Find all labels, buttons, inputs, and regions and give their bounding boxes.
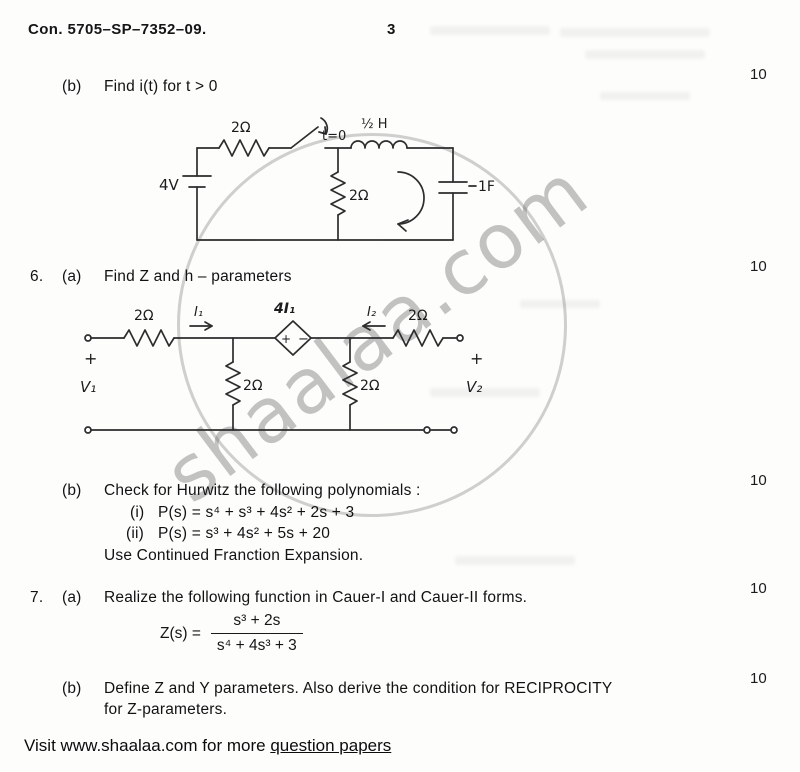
port1-top-terminal [84, 334, 92, 342]
q7b-line2: for Z-parameters. [104, 701, 228, 718]
q6b-item-i-label: (i) [130, 504, 145, 521]
q7a-marks: 10 [750, 580, 767, 597]
scan-ghost-text [455, 556, 575, 565]
q6a-marks: 10 [750, 258, 767, 275]
q5b-marks: 10 [750, 66, 767, 83]
current-i2-arrow [362, 321, 386, 331]
shunt-resistor-right-symbol [342, 337, 358, 431]
scan-ghost-text [560, 28, 710, 37]
scan-ghost-text [585, 50, 705, 59]
q7b-line1: Define Z and Y parameters. Also derive t… [104, 680, 613, 697]
v2-plus-sign: + [470, 349, 483, 368]
shunt-resistor-right-label: 2Ω [360, 378, 380, 394]
footer-text-middle: for more [197, 736, 271, 755]
dependent-source-label: 4I₁ [273, 301, 295, 317]
dependent-source-plus: + [281, 332, 291, 346]
formula-lhs: Z(s) = [160, 624, 201, 642]
scan-ghost-text [600, 92, 690, 100]
port2-bottom-terminal [450, 426, 458, 434]
v2-label: V₂ [466, 378, 482, 396]
q7-number: 7. [30, 589, 44, 606]
q6b-note: Use Continued Franction Expansion. [104, 547, 364, 564]
capacitor-symbol [438, 147, 477, 241]
footer-question-papers-link[interactable]: question papers [270, 736, 392, 755]
footer-text-prefix: Visit [24, 736, 61, 755]
fraction-numerator: s³ + 2s [233, 612, 281, 629]
q7b-marks: 10 [750, 670, 767, 687]
series-resistor-left-symbol [123, 329, 276, 347]
bottom-terminal-mid [423, 426, 431, 434]
capacitor-label: 1F [478, 179, 495, 195]
q6b-marks: 10 [750, 472, 767, 489]
series-resistor-right-label: 2Ω [408, 308, 428, 324]
circuit-diagram-switched-rlc: 4V 2Ω t=0 ½ H 2Ω 1F [159, 117, 495, 241]
q7a-text: Realize the following function in Cauer-… [104, 589, 528, 606]
q5b-text: Find i(t) for t > 0 [104, 78, 218, 95]
v1-plus-sign: + [84, 349, 97, 368]
switch-label: t=0 [322, 129, 346, 144]
formula-fraction: s³ + 2s s⁴ + 4s³ + 3 [210, 612, 303, 655]
shunt-resistor-left-symbol [225, 337, 241, 431]
series-resistor-symbol [196, 139, 292, 157]
v1-label: V₁ [80, 378, 96, 396]
shunt-resistor-label: 2Ω [349, 188, 369, 204]
series-resistor-left-label: 2Ω [134, 308, 154, 324]
q6b-item-ii-label: (ii) [126, 525, 145, 542]
q6a-label: (a) [62, 268, 82, 285]
q5b-label: (b) [62, 78, 82, 95]
current-loop-arrow [397, 171, 425, 232]
q6b-item-ii-polynomial: P(s) = s³ + 4s² + 5s + 20 [158, 525, 331, 542]
inductor-label: ½ H [361, 117, 388, 132]
q6-number: 6. [30, 268, 44, 285]
q6b-label: (b) [62, 482, 82, 499]
shunt-resistor-left-label: 2Ω [243, 378, 263, 394]
shunt-resistor-symbol [330, 147, 346, 241]
circuit-diagram-two-port: 2Ω I₁ 4I₁ + − I₂ 2Ω 2Ω 2Ω + V₁ + V₂ [80, 301, 483, 434]
source-label: 4V [159, 176, 180, 194]
current-i1-label: I₁ [194, 305, 203, 320]
fraction-denominator: s⁴ + 4s³ + 3 [210, 633, 303, 655]
series-resistor-right-symbol [392, 329, 457, 347]
q6b-text: Check for Hurwitz the following polynomi… [104, 482, 421, 499]
scan-ghost-text [430, 26, 550, 35]
q7a-formula: Z(s) = s³ + 2s s⁴ + 4s³ + 3 [160, 612, 303, 655]
exam-code: Con. 5705–SP–7352–09. [28, 21, 207, 38]
footer-site-link[interactable]: www.shaalaa.com [60, 736, 198, 755]
page-number: 3 [387, 21, 396, 38]
current-i1-arrow [189, 321, 213, 331]
current-i2-label: I₂ [367, 305, 376, 320]
dependent-source-minus: − [298, 332, 309, 347]
q7a-label: (a) [62, 589, 82, 606]
scan-ghost-text [520, 300, 600, 308]
q6b-item-i-polynomial: P(s) = s⁴ + s³ + 4s² + 2s + 3 [158, 504, 355, 521]
q7b-label: (b) [62, 680, 82, 697]
series-resistor-label: 2Ω [231, 120, 251, 136]
port2-top-terminal [456, 334, 464, 342]
inductor-symbol [350, 140, 454, 149]
q6a-text: Find Z and h – parameters [104, 268, 292, 285]
voltage-source-battery [182, 147, 212, 241]
footer: Visit www.shaalaa.com for more question … [24, 736, 391, 756]
port1-bottom-terminal [84, 426, 92, 434]
